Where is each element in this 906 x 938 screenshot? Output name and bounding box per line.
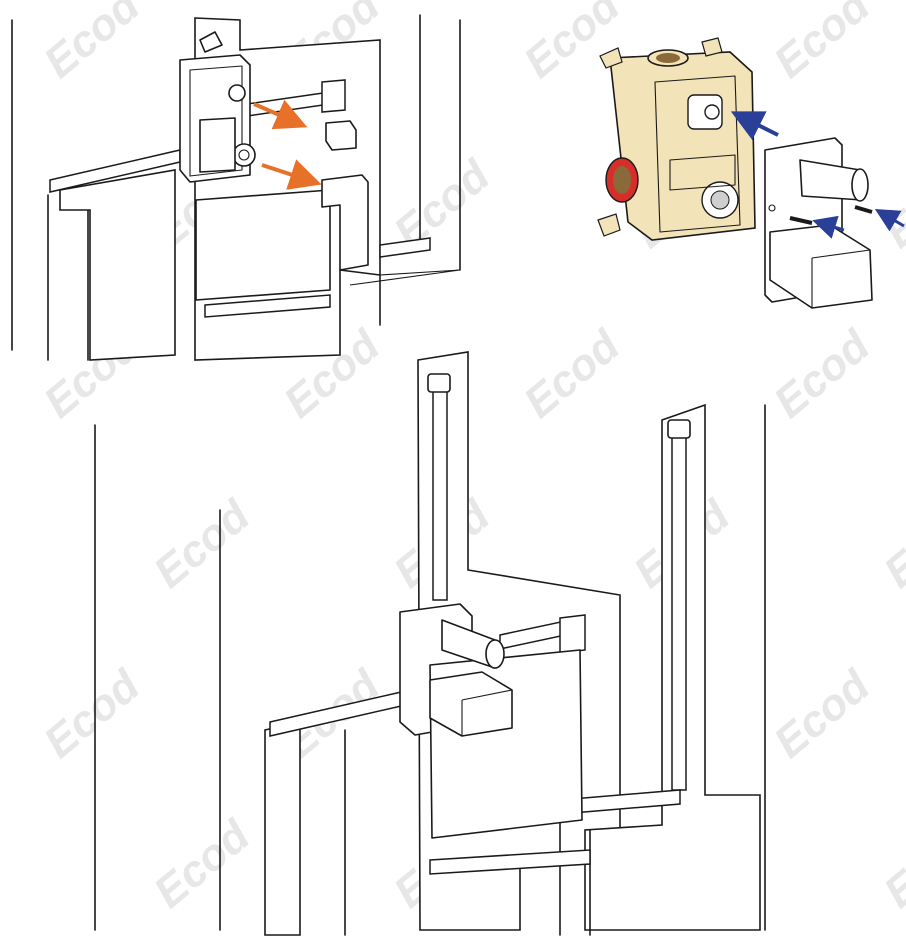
panel-attach-trim bbox=[597, 37, 905, 309]
watermark-text: Ecod bbox=[765, 660, 880, 767]
watermark-text: Ecod bbox=[35, 660, 150, 767]
watermark-text: Ecod bbox=[35, 0, 150, 88]
watermark-text: Ecod bbox=[765, 0, 880, 88]
watermark-text: Ecod bbox=[515, 320, 630, 427]
watermark-text: Ecod bbox=[875, 150, 906, 257]
watermark-text: Ecod bbox=[875, 490, 906, 597]
remove-arrow-1 bbox=[253, 99, 308, 130]
watermark-text: Ecod bbox=[145, 810, 260, 917]
watermark-text: Ecod bbox=[145, 490, 260, 597]
screw-arrow-2 bbox=[874, 208, 905, 232]
screw-arrow-1 bbox=[812, 215, 845, 239]
remove-arrow-2 bbox=[261, 159, 322, 190]
panel-remove-cover bbox=[11, 14, 461, 361]
panel-assembled bbox=[94, 351, 766, 936]
watermark-text: Ecod bbox=[765, 320, 880, 427]
watermark-text: Ecod bbox=[875, 810, 906, 917]
installed-handle bbox=[429, 671, 513, 737]
insert-arrow bbox=[730, 111, 779, 141]
